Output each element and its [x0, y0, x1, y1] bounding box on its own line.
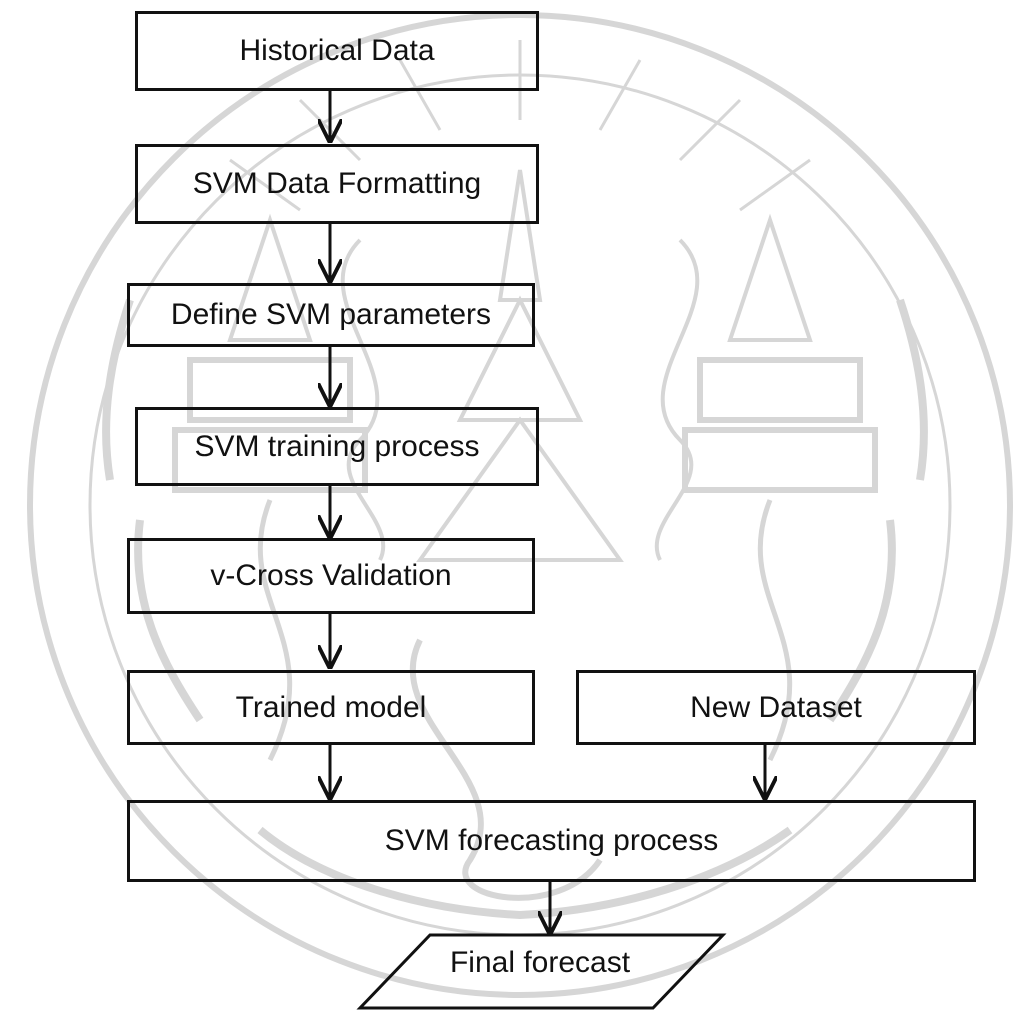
- final-forecast-shape: [356, 933, 727, 1010]
- svm-data-formatting-node: SVM Data Formatting: [135, 144, 539, 224]
- svm-forecasting-process-node: SVM forecasting process: [127, 800, 976, 882]
- final-forecast-label: Final forecast: [449, 946, 631, 979]
- define-svm-parameters-label: Define SVM parameters: [170, 298, 492, 331]
- cross-validation-label: v-Cross Validation: [210, 559, 452, 592]
- trained-model-node: Trained model: [127, 670, 535, 745]
- historical-data-label: Historical Data: [239, 34, 435, 67]
- cross-validation-node: v-Cross Validation: [127, 538, 535, 614]
- new-dataset-label: New Dataset: [690, 690, 862, 724]
- historical-data-node: Historical Data: [135, 11, 539, 91]
- svm-forecasting-process-label: SVM forecasting process: [384, 824, 719, 857]
- svm-training-process-node: SVM training process: [135, 407, 539, 486]
- trained-model-label: Trained model: [235, 690, 427, 724]
- define-svm-parameters-node: Define SVM parameters: [127, 283, 535, 347]
- svm-training-process-label: SVM training process: [194, 429, 480, 463]
- new-dataset-node: New Dataset: [576, 670, 976, 745]
- svm-data-formatting-label: SVM Data Formatting: [192, 167, 482, 200]
